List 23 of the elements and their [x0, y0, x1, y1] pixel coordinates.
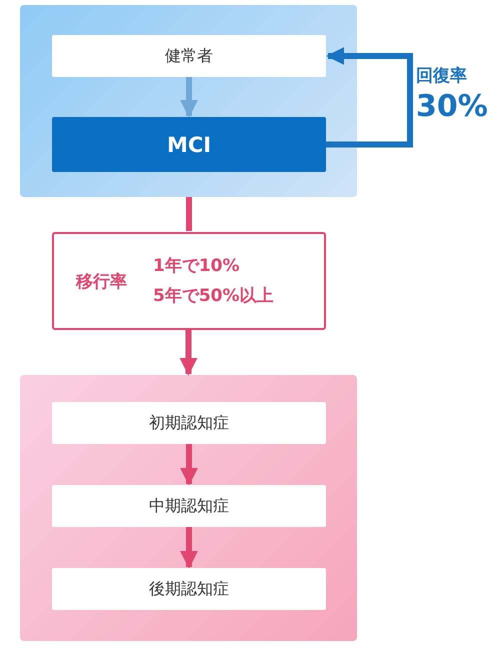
stage-box	[52, 568, 326, 610]
arrow	[180, 77, 198, 118]
rate-text: 5年で50%以上	[153, 285, 274, 308]
stage-label: 中期認知症	[149, 496, 229, 516]
arrow	[180, 444, 198, 486]
stage-label: MCI	[166, 132, 212, 156]
stage-label: 後期認知症	[149, 578, 229, 600]
stage-box	[52, 117, 326, 172]
rate-heading: 移行率	[76, 270, 127, 292]
edge-label: 30%	[416, 88, 488, 126]
rate-box	[52, 232, 326, 330]
stage-box	[52, 35, 326, 77]
rate-text: 1年で10%	[153, 255, 241, 278]
stage-box	[52, 402, 326, 444]
arrow	[180, 330, 198, 376]
stage-label: 初期認知症	[149, 412, 229, 434]
group-panel	[20, 5, 357, 197]
edge-label: 回復率	[416, 65, 468, 88]
arrow	[326, 47, 413, 148]
stage-box	[52, 485, 326, 527]
stage-label: 健常者	[165, 46, 213, 66]
group-panel	[20, 375, 357, 641]
arrow	[180, 527, 198, 569]
